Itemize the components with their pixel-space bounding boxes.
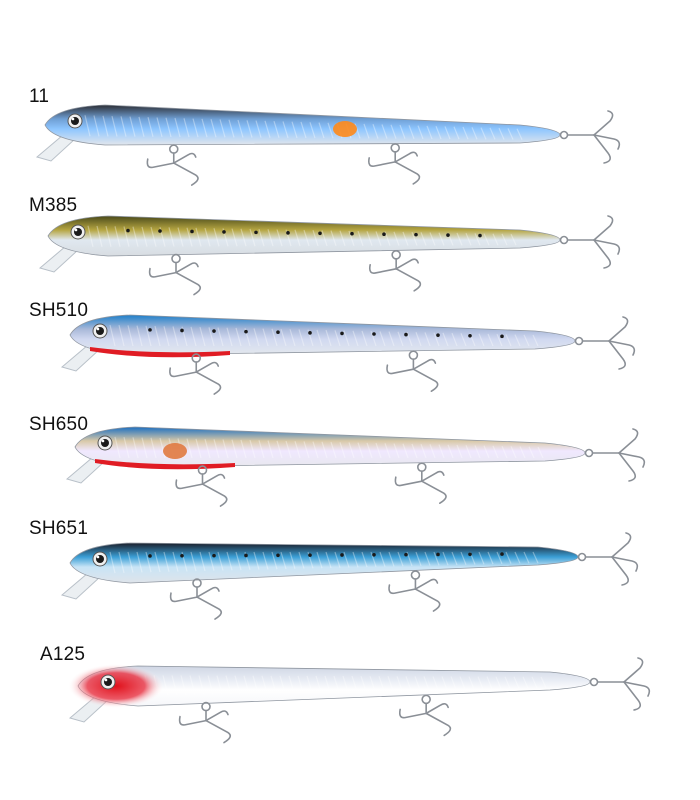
lure-image bbox=[60, 532, 639, 620]
lure-image bbox=[68, 657, 651, 744]
lure-scales bbox=[109, 551, 539, 574]
lure-row: A125 bbox=[0, 638, 700, 748]
lure-eye bbox=[67, 113, 83, 129]
lure-scales bbox=[87, 225, 517, 247]
belly-hook-front bbox=[146, 144, 199, 186]
lure-image bbox=[65, 426, 646, 507]
belly-hook-rear bbox=[386, 350, 439, 392]
red-head bbox=[68, 664, 164, 708]
lure-eye bbox=[70, 224, 86, 240]
lure-row: SH651 bbox=[0, 515, 700, 625]
belly-hook-front bbox=[169, 353, 222, 395]
lure-body bbox=[69, 314, 576, 356]
color-spot bbox=[163, 443, 187, 459]
lure-eye bbox=[100, 674, 116, 690]
lure-scales bbox=[114, 436, 544, 459]
lure-row: SH510 bbox=[0, 298, 700, 408]
belly-hook-rear bbox=[394, 462, 447, 504]
belly-hook-rear bbox=[398, 694, 452, 737]
tail-hook bbox=[559, 110, 621, 164]
lure-label: SH651 bbox=[29, 518, 89, 539]
lure-scales bbox=[84, 115, 523, 140]
lure-image bbox=[38, 215, 621, 296]
lure-image bbox=[60, 314, 636, 395]
lure-eye bbox=[92, 323, 108, 339]
tail-hook bbox=[589, 657, 651, 711]
belly-hook-front bbox=[175, 465, 228, 507]
lure-row: M385 bbox=[0, 190, 700, 300]
lure-dots bbox=[148, 328, 504, 339]
belly-hook-front bbox=[148, 253, 202, 296]
lure-label: SH510 bbox=[29, 300, 89, 321]
belly-hook-front bbox=[169, 578, 223, 620]
lure-image bbox=[35, 104, 621, 186]
lure-dots bbox=[148, 552, 504, 558]
lure-eye bbox=[92, 551, 108, 567]
tail-hook bbox=[584, 428, 646, 482]
belly-hook-front bbox=[178, 701, 232, 744]
lure-label: A125 bbox=[40, 644, 86, 665]
belly-hook-rear bbox=[368, 250, 422, 292]
lure-label: M385 bbox=[29, 195, 78, 216]
lure-body bbox=[47, 215, 561, 257]
tail-hook bbox=[577, 532, 639, 586]
lure-row: SH650 bbox=[0, 408, 700, 518]
tail-hook bbox=[574, 316, 636, 370]
lure-row: 11 bbox=[0, 80, 700, 190]
belly-hook-rear bbox=[388, 570, 441, 612]
lure-label: SH650 bbox=[29, 414, 89, 435]
tail-hook bbox=[559, 215, 621, 269]
lure-dots bbox=[126, 228, 482, 238]
belly-hook-rear bbox=[368, 143, 421, 185]
lure-eye bbox=[97, 435, 113, 451]
lure-body bbox=[74, 426, 586, 468]
color-spot bbox=[333, 121, 357, 137]
lure-scales bbox=[109, 324, 539, 347]
lure-label: 11 bbox=[29, 86, 50, 107]
